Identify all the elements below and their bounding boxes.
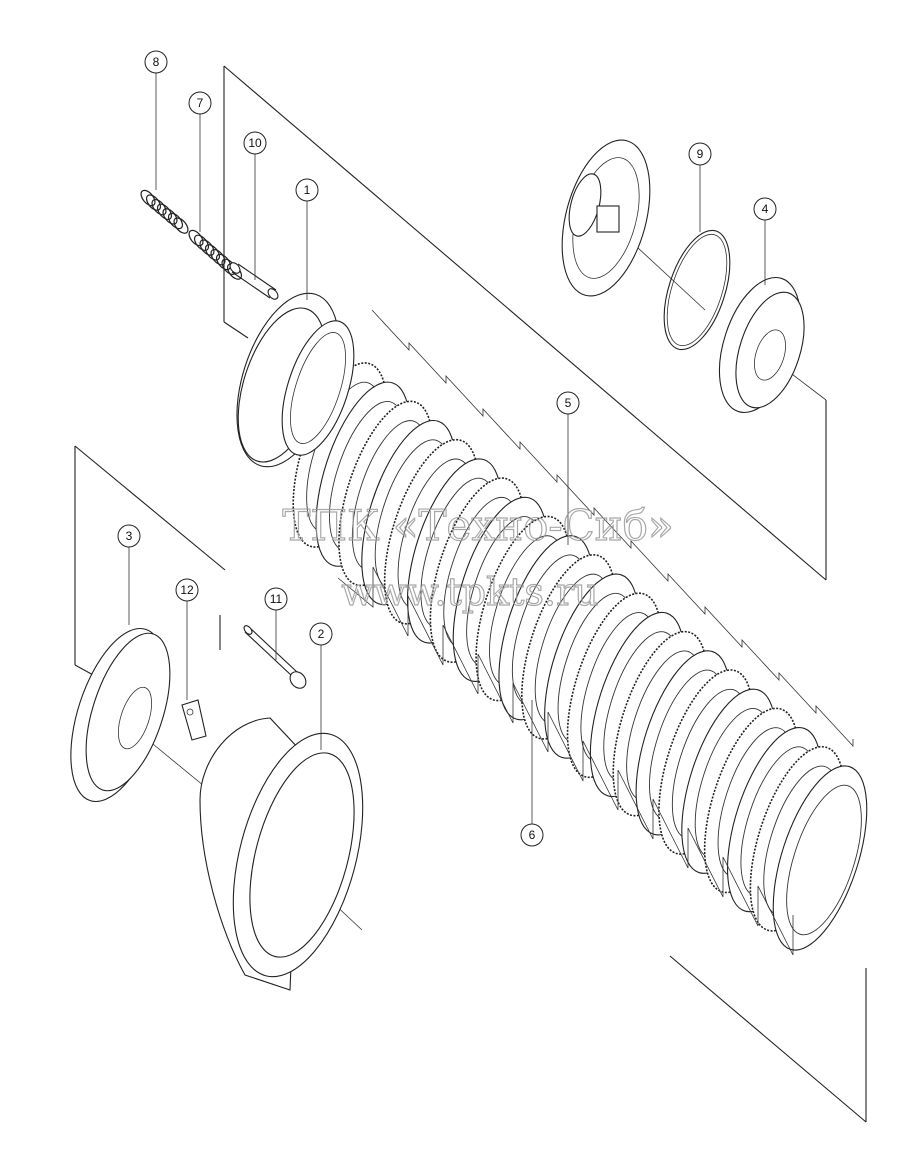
- watermark-company: ТПК «Техно-Сиб»: [282, 501, 673, 550]
- callout-label: 12: [180, 583, 194, 597]
- lock-plate-12: [181, 699, 207, 741]
- callout-7: 7: [188, 91, 212, 115]
- callout-6: 6: [520, 823, 544, 847]
- spring-coil: [151, 198, 167, 216]
- callout-3: 3: [117, 524, 141, 548]
- spring-coil: [193, 234, 210, 252]
- callout-9: 9: [688, 142, 712, 166]
- callout-label: 5: [565, 396, 572, 410]
- callout-label: 8: [153, 55, 160, 69]
- callout-label: 2: [318, 627, 325, 641]
- upper-housing: [561, 139, 651, 297]
- spring-coil: [145, 194, 162, 211]
- lower-guide-line: [337, 566, 794, 956]
- spring-coil: [215, 253, 232, 271]
- upper-guide-line: [371, 309, 854, 748]
- watermark-url: www.tpkts.ru: [341, 570, 598, 614]
- o-ring-9: [663, 229, 731, 351]
- plate-guide-lines: [337, 309, 854, 956]
- retainer-4: [718, 276, 805, 414]
- callout-11: 11: [264, 587, 288, 611]
- callout-5: 5: [556, 391, 580, 415]
- callout-label: 3: [126, 529, 133, 543]
- callout-label: 9: [697, 147, 704, 161]
- clutch-drum-2: [199, 717, 364, 991]
- clutch-plate-inner: [786, 784, 862, 936]
- spring-coil: [210, 248, 226, 266]
- spring-coil: [199, 239, 215, 256]
- callout-leaders: [128, 73, 766, 824]
- callout-label: 11: [270, 592, 283, 606]
- springs-and-pin: [140, 189, 279, 300]
- spring-coil: [204, 244, 221, 261]
- callout-label: 10: [248, 136, 262, 150]
- callout-1: 1: [295, 178, 319, 202]
- piston-hub: [236, 292, 355, 468]
- callout-label: 7: [197, 96, 204, 110]
- callout-label: 1: [304, 183, 311, 197]
- spring-coil: [140, 189, 156, 207]
- bolt-11: [243, 625, 307, 689]
- spring-coil: [173, 217, 189, 234]
- spring-coil: [156, 203, 173, 221]
- spring-coil: [162, 208, 178, 225]
- callout-8: 8: [144, 50, 168, 74]
- spring-coil: [188, 229, 204, 247]
- callout-12: 12: [175, 578, 199, 602]
- spring-coil: [167, 212, 184, 230]
- callout-10: 10: [243, 131, 267, 155]
- clutch-plate-stack: [292, 362, 868, 951]
- callout-label: 6: [529, 828, 536, 842]
- callout-4: 4: [753, 197, 777, 221]
- callout-2: 2: [309, 622, 333, 646]
- callout-label: 4: [762, 202, 769, 216]
- end-plate-3: [70, 627, 171, 803]
